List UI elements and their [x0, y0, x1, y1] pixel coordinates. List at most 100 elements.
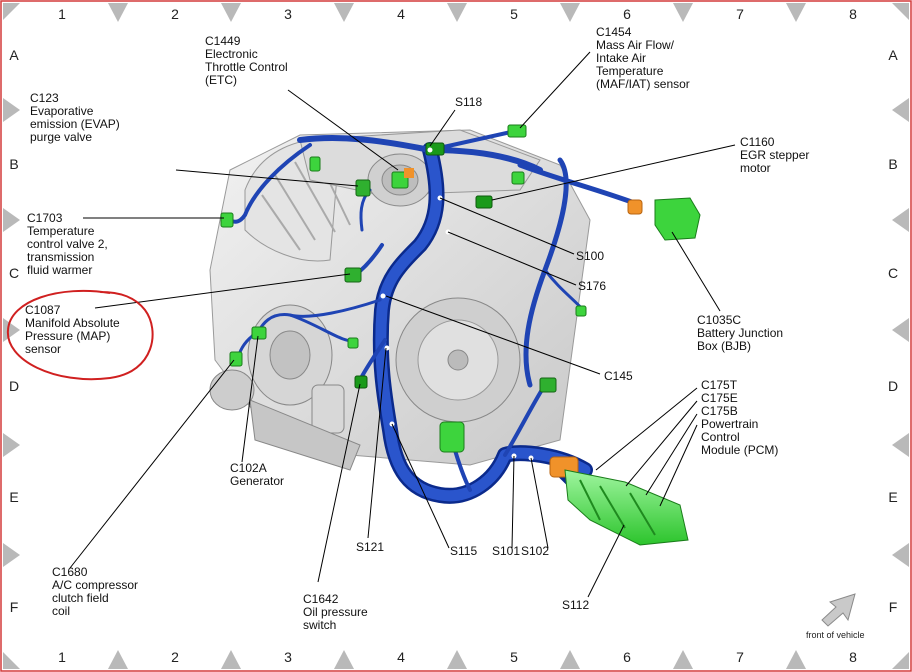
label-line: fluid warmer [27, 263, 92, 277]
connector-c175 [564, 469, 689, 546]
label-line: C175E [701, 391, 738, 405]
label-line: Evaporative [30, 104, 94, 118]
label-line: C175B [701, 404, 738, 418]
label-line: Box (BJB) [697, 339, 751, 353]
grid-col-label: 2 [171, 6, 179, 22]
grid-marker [892, 543, 909, 567]
grid-marker [892, 98, 909, 122]
label-line: Intake Air [596, 51, 646, 65]
label-line: motor [740, 161, 771, 175]
connector-right-mid [575, 305, 587, 317]
front-of-vehicle-label: front of vehicle [806, 630, 865, 640]
connector-misc [347, 337, 359, 349]
label-line: C1449 [205, 34, 241, 48]
grid-marker [334, 3, 354, 22]
grid-row-label: A [9, 47, 19, 63]
label-line: A/C compressor [52, 578, 138, 592]
grid-marker [892, 318, 909, 342]
label-line: purge valve [30, 130, 92, 144]
grid-row-label: C [888, 265, 898, 281]
connector-right-low [539, 377, 557, 393]
grid-column-labels-top: 1 2 3 4 5 6 7 8 [58, 6, 857, 22]
label-line: C175T [701, 378, 738, 392]
label-line: emission (EVAP) [30, 117, 120, 131]
connector-c1454 [507, 124, 527, 138]
label-line: (ETC) [205, 73, 237, 87]
label-c175: C175T C175E C175B Powertrain Control Mod… [701, 378, 778, 457]
grid-marker [447, 3, 467, 22]
label-s112: S112 [562, 598, 589, 612]
label-line: Electronic [205, 47, 258, 61]
engine-illustration [209, 129, 591, 471]
label-line: Temperature [27, 224, 95, 238]
label-line: switch [303, 618, 336, 632]
label-s121: S121 [356, 540, 384, 554]
connector-top-left [309, 156, 321, 172]
grid-col-label: 5 [510, 6, 518, 22]
label-line: Manifold Absolute [25, 316, 120, 330]
connector-c1680 [229, 351, 243, 367]
grid-marker [3, 543, 20, 567]
annotation-circle [6, 289, 154, 381]
label-c1035c: C1035C Battery Junction Box (BJB) [697, 313, 783, 353]
label-line: (MAF/IAT) sensor [596, 77, 690, 91]
grid-row-label: D [9, 378, 19, 394]
grid-col-label: 6 [623, 649, 631, 665]
front-of-vehicle-indicator: front of vehicle [806, 593, 865, 640]
label-s115: S115 [450, 544, 477, 558]
label-line: Powertrain [701, 417, 758, 431]
label-s102: S102 [521, 544, 549, 558]
label-s100: S100 [576, 249, 604, 263]
grid-marker [3, 98, 20, 122]
label-c1160: C1160 EGR stepper motor [740, 135, 809, 175]
leader-lines [69, 51, 736, 598]
label-line: C1087 [25, 303, 61, 317]
connectors [220, 124, 701, 546]
label-line: Oil pressure [303, 605, 368, 619]
grid-marker [3, 318, 20, 342]
grid-row-labels-right: A B C D E F [888, 47, 898, 615]
connector-c1087 [344, 267, 362, 283]
label-s101: S101 [492, 544, 520, 558]
connector-c123 [355, 179, 371, 197]
label-s118: S118 [455, 95, 482, 109]
label-line: C102A [230, 461, 267, 475]
connector-c1703 [220, 212, 234, 228]
label-line: Pressure (MAP) [25, 329, 110, 343]
grid-marker [108, 3, 128, 22]
grid-row-label: B [9, 156, 18, 172]
label-line: EGR stepper [740, 148, 809, 162]
label-c1454: C1454 Mass Air Flow/ Intake Air Temperat… [596, 25, 690, 91]
label-line: C1642 [303, 592, 339, 606]
label-line: Module (PCM) [701, 443, 778, 457]
grid-col-label: 4 [397, 6, 405, 22]
grid-row-label: E [9, 489, 18, 505]
label-c1642: C1642 Oil pressure switch [303, 592, 368, 632]
grid-marker [892, 433, 909, 457]
grid-row-label: D [888, 378, 898, 394]
grid-col-label: 7 [736, 649, 744, 665]
label-line: sensor [25, 342, 61, 356]
grid-row-label: E [888, 489, 897, 505]
connector-c145-area [439, 421, 465, 453]
grid-marker [786, 3, 806, 22]
label-line: C1680 [52, 565, 88, 579]
label-line: transmission [27, 250, 94, 264]
grid-col-label: 5 [510, 649, 518, 665]
label-line: Throttle Control [205, 60, 288, 74]
grid-row-label: F [889, 599, 898, 615]
grid-col-label: 8 [849, 649, 857, 665]
grid-row-label: A [888, 47, 898, 63]
grid-col-label: 3 [284, 6, 292, 22]
label-c123: C123 Evaporative emission (EVAP) purge v… [30, 91, 120, 144]
grid-marker [673, 650, 693, 669]
label-c1449: C1449 Electronic Throttle Control (ETC) [205, 34, 288, 87]
grid-marker [560, 650, 580, 669]
grid-col-label: 8 [849, 6, 857, 22]
grid-col-label: 7 [736, 6, 744, 22]
grid-marker [221, 650, 241, 669]
label-c1703: C1703 Temperature control valve 2, trans… [27, 211, 108, 277]
